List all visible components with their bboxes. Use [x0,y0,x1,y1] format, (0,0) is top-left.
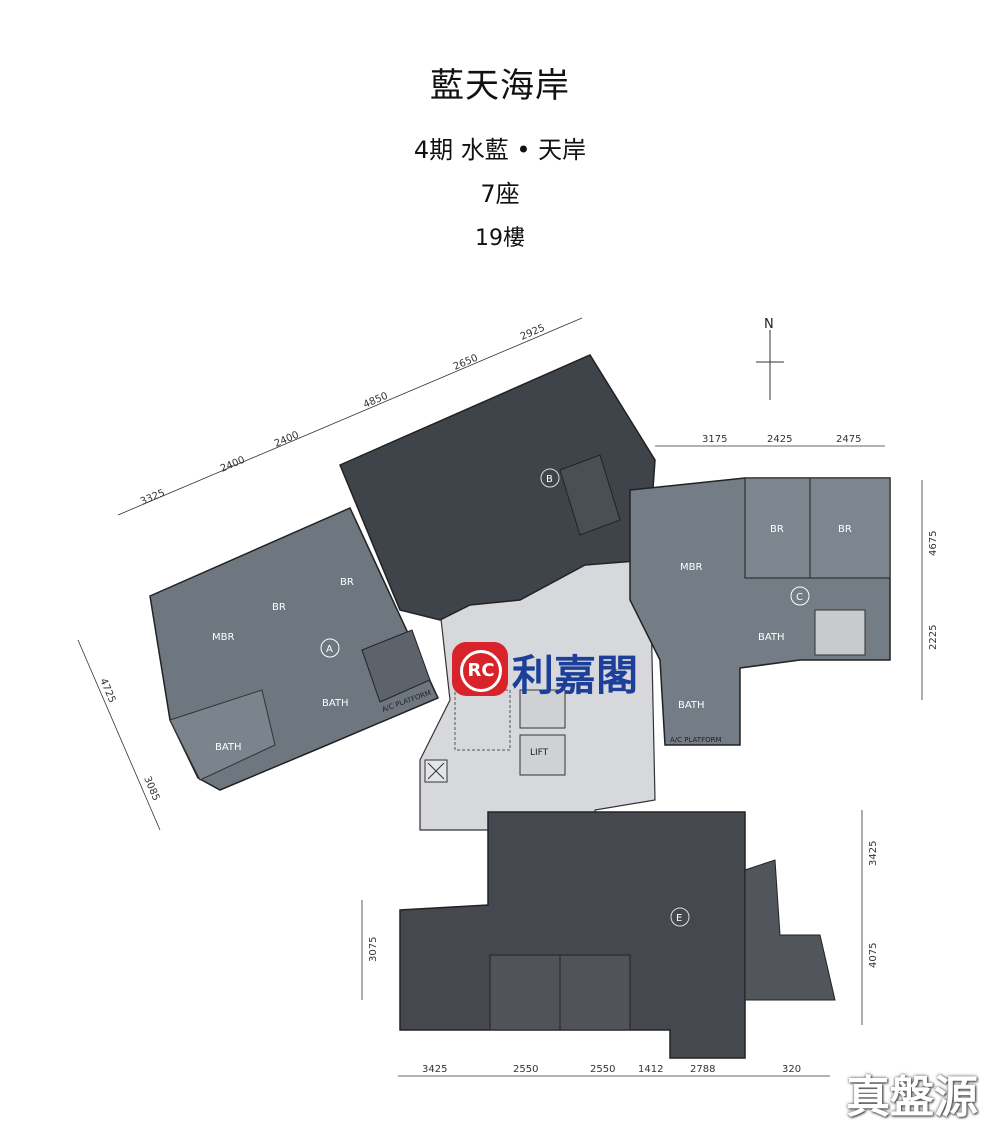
unit-b-letter: B [546,474,553,485]
unit-c-mbr: MBR [680,562,702,573]
dim-b-6: 320 [782,1064,801,1075]
unit-a-bath-2: BATH [215,742,242,753]
dim-b-2: 2550 [513,1064,538,1075]
unit-c-br-2: BR [838,524,852,535]
dim-ru-1: 4675 [928,531,939,556]
unit-b: B [339,354,656,621]
unit-a-br-2: BR [340,577,354,588]
unit-a-letter: A [326,644,333,655]
unit-a-marker [320,638,340,658]
unit-a-br-1: BR [272,602,286,613]
dim-b-1: 3425 [422,1064,447,1075]
dim-top-3: 2400 [273,430,301,450]
dim-top-5: 2650 [452,353,480,373]
unit-a-mbr: MBR [212,632,234,643]
unit-c-ac-platform: A/C PLATFORM [670,736,722,744]
unit-c-bath-1: BATH [758,632,785,643]
north-arrow-icon: N [756,317,784,400]
floor-label: 19樓 [475,226,525,251]
phase-subtitle: 4期 水藍 • 天岸 [413,136,587,164]
unit-e-letter: E [676,913,682,924]
lift-shaft [519,734,566,776]
dim-b-4: 1412 [638,1064,663,1075]
unit-a: MBR BR BR BATH BATH A A/C PLATFORM [149,507,440,791]
north-label: N [764,317,774,332]
unit-c-marker [790,586,810,606]
dim-rl-1: 3425 [868,841,879,866]
dim-tr-1: 3175 [702,434,727,445]
watermark-text: 真盤源 [846,1072,978,1123]
dim-top-2: 2400 [219,455,247,475]
agency-name: 利嘉閣 [512,651,639,700]
dim-top-4: 4850 [362,391,390,411]
lift-shaft-2 [519,689,566,729]
lift-label: LIFT [530,748,549,758]
dim-top-6: 2925 [519,323,547,343]
dim-top-1: 3325 [139,488,167,508]
unit-c-bath-2: BATH [678,700,705,711]
dim-b-3: 2550 [590,1064,615,1075]
dim-ru-2: 2225 [928,625,939,650]
estate-title: 藍天海岸 [430,66,570,106]
rc-logo-icon: RC [452,642,508,696]
dim-tr-3: 2475 [836,434,861,445]
dim-rl-2: 4075 [868,943,879,968]
dim-b-5: 2788 [690,1064,715,1075]
dim-tr-2: 2425 [767,434,792,445]
unit-c: BR BR MBR BATH BATH C A/C PLATFORM [629,477,891,746]
unit-b-marker [540,468,560,488]
unit-a-bath-1: BATH [322,698,349,709]
unit-e-marker [670,907,690,927]
core-area: LIFT [419,559,656,831]
unit-e: E [399,811,836,1059]
unit-c-letter: C [796,592,803,603]
unit-c-br-1: BR [770,524,784,535]
block-label: 7座 [480,180,520,208]
dim-left-lower: 3075 [368,937,379,962]
agency-logo: RC 利嘉閣 [452,640,662,700]
dim-ld-2: 3085 [141,775,161,803]
